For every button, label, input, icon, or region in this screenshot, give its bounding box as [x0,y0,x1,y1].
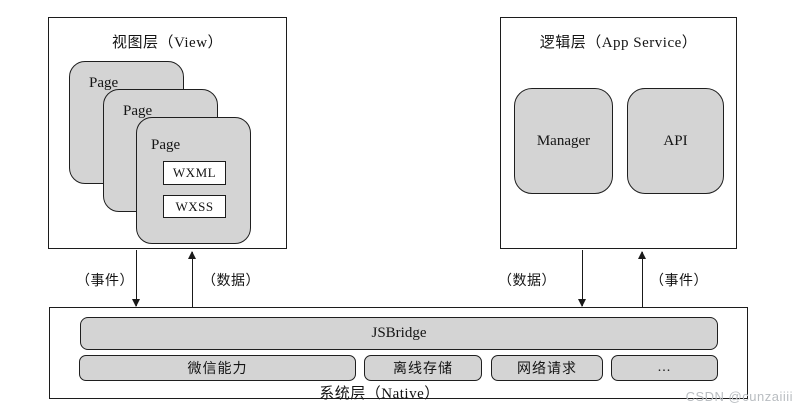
logic-layer-title: 逻辑层（App Service） [539,35,698,51]
capability-more: ... [611,355,718,381]
capability-wechat: 微信能力 [79,355,356,381]
data-label-left: （数据） [202,274,260,289]
event-up-arrow-right [638,251,647,307]
view-layer-title: 视图层（View） [111,35,224,51]
wxss-box: WXSS [163,195,226,218]
page-label: Page [89,75,119,91]
native-layer-box: JSBridge 微信能力 离线存储 网络请求 ... 系统层（Native） [49,307,748,402]
data-label-right: （数据） [498,274,556,289]
event-label-left: （事件） [76,274,134,289]
arrow-head-down-icon [578,299,587,307]
api-box: API [627,88,724,194]
arrow-head-up-icon [188,251,197,259]
page-label: Page [151,137,181,153]
wxml-box: WXML [163,161,226,185]
jsbridge-bar: JSBridge [80,317,718,350]
manager-box: Manager [514,88,613,194]
capability-offline-storage: 离线存储 [364,355,482,381]
watermark: CSDN @cunzaiiii [685,389,793,404]
arrow-head-down-icon [132,299,141,307]
event-label-right: （事件） [650,274,708,289]
arrow-head-up-icon [638,251,647,259]
native-layer-title: 系统层（Native） [319,386,440,402]
data-up-arrow-left [188,251,197,307]
view-layer-box: 视图层（View） Page Page Page WXML WXSS [48,17,287,249]
capability-network-request: 网络请求 [491,355,603,381]
page-label: Page [123,103,153,119]
data-down-arrow-right [578,250,587,307]
page-card-front: Page WXML WXSS [136,117,251,244]
logic-layer-box: 逻辑层（App Service） Manager API [500,17,737,249]
event-down-arrow-left [132,250,141,307]
